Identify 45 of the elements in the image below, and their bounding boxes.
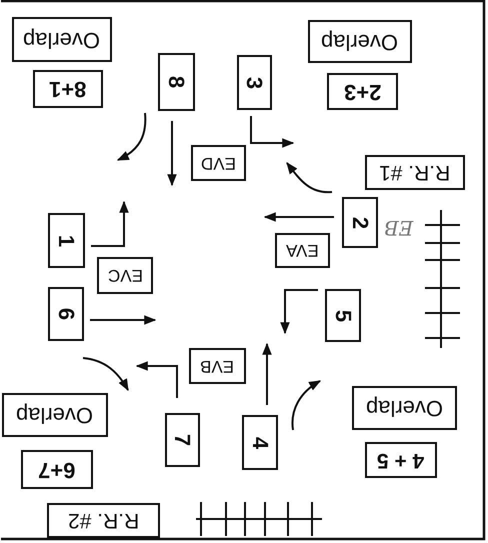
box-label: 6+7 [38,458,76,480]
phase-number: 8 [166,76,188,88]
phase-box [158,53,195,111]
phase-number: 2 [349,216,371,229]
box-label: 2+3 [344,80,382,102]
phase-box [342,197,378,248]
box-label: 8+1 [49,78,87,100]
box-label: R.R. #1 [379,162,451,183]
phase-number: 3 [244,76,266,89]
overlap-phase-box [327,73,398,110]
box-label: Overlap [321,30,399,52]
box-label: Overlap [366,397,444,419]
phase-box [237,55,272,110]
box-label: EVB [200,358,235,374]
box-label: EVD [201,154,236,172]
phase-number: 6 [55,308,77,320]
phase-number: 7 [172,434,194,446]
railroad-box [365,155,465,190]
preemption-box [97,257,153,294]
box-label: EVC [108,267,142,284]
phase-number: 1 [56,234,78,247]
overlap-box [308,20,412,63]
phase-number: 4 [249,436,271,449]
box-label: R.R. #2 [68,510,140,531]
preemption-box [189,348,246,384]
phase-number: 5 [332,309,354,322]
overlap-phase-box [33,70,103,108]
box-label: Overlap [16,404,94,426]
railroad-box [47,503,160,538]
phase-box [242,415,278,470]
phase-box [48,213,85,268]
box-label: EVA [286,242,319,259]
overlap-box [2,393,108,437]
overlap-box [12,17,112,62]
phase-box [48,287,84,341]
phase-box [325,289,361,342]
overlap-phase-box [365,442,437,478]
overlap-box [352,386,457,430]
box-label: 4 + 5 [377,450,425,470]
handwritten-note: EB [384,218,414,238]
preemption-box [275,233,330,268]
phase-box [165,413,200,467]
overlap-phase-box [21,450,93,489]
preemption-box [191,145,246,181]
box-label: Overlap [23,28,101,50]
